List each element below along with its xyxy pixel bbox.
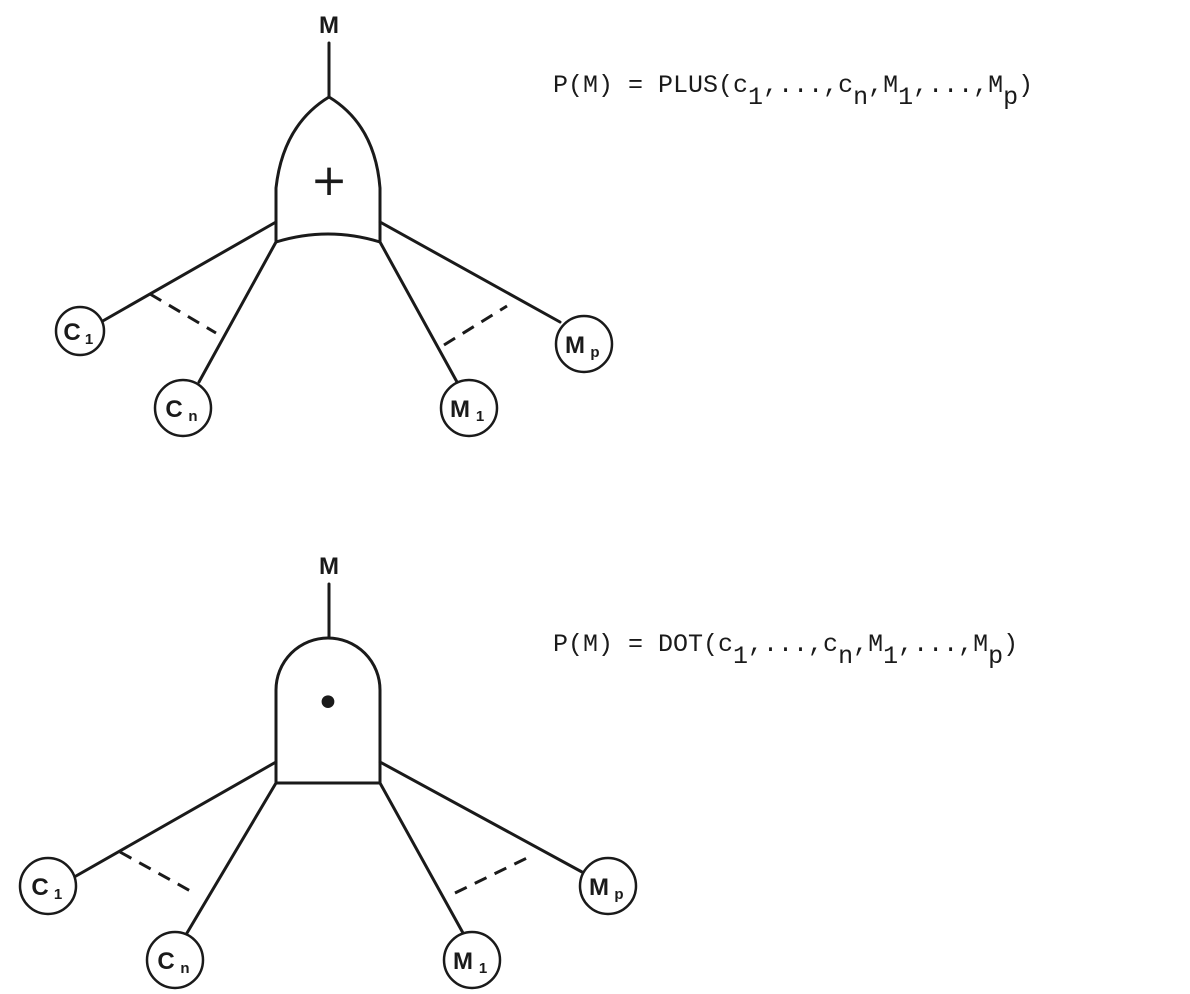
dot-formula-sub-mp: p — [988, 642, 1003, 671]
dot-formula-text-mp: ,...,M — [898, 630, 988, 659]
dot-formula-sub-cn: n — [838, 642, 853, 671]
plus-node-c1-circle — [54, 305, 106, 357]
plus-operator-shape — [274, 95, 382, 244]
plus-node-cn-main: C — [165, 396, 182, 423]
plus-formula-sub-mp: p — [1003, 83, 1018, 112]
plus-node-c1: C 1 — [54, 305, 106, 357]
dot-formula: P(M) = DOT(c1,...,cn,M1,...,Mp) — [553, 630, 1018, 671]
plus-node-mp-circle — [554, 314, 614, 374]
plus-formula-text-cn: ,...,c — [763, 71, 853, 100]
dot-edge-c1 — [74, 760, 278, 878]
plus-edge-c1 — [99, 220, 278, 324]
plus-formula-sub-m1: 1 — [898, 83, 913, 112]
plus-edge-m1 — [378, 240, 459, 384]
plus-node-mp-sub: p — [590, 344, 599, 361]
plus-node-cn-sub: n — [188, 408, 197, 425]
dot-ellipsis-right — [454, 855, 530, 895]
dot-node-m1-sub: 1 — [479, 960, 487, 977]
dot-node-mp: M p — [578, 856, 638, 916]
dot-node-cn: C n — [145, 930, 205, 990]
dot-node-c1-sub: 1 — [54, 886, 62, 903]
dot-node-cn-sub: n — [180, 960, 189, 977]
dot-formula-sub-m1: 1 — [883, 642, 898, 671]
plus-edge-cn — [197, 240, 278, 384]
plus-formula-sub-c1: 1 — [748, 83, 763, 112]
plus-diagram: M + C 1 C n M 1 M p P(M) = — [54, 12, 1033, 438]
dot-formula-text-cn: ,...,c — [748, 630, 838, 659]
plus-ellipsis-right — [443, 304, 508, 347]
dot-node-mp-sub: p — [614, 886, 623, 903]
dot-edge-m1 — [378, 781, 465, 935]
dot-node-m1: M 1 — [442, 930, 502, 990]
dot-node-c1-main: C — [31, 874, 48, 901]
plus-top-label: M — [319, 12, 339, 39]
dot-operator-shape — [274, 636, 382, 785]
dot-ellipsis-left — [119, 850, 195, 895]
dot-formula-text-m1: ,M — [853, 630, 883, 659]
dot-top-label: M — [319, 553, 339, 580]
plus-node-mp: M p — [554, 314, 614, 374]
plus-operator-base — [274, 232, 382, 244]
dot-node-mp-circle — [578, 856, 638, 916]
dot-edge-cn — [185, 781, 278, 935]
dot-node-c1-circle — [18, 856, 78, 916]
dot-icon: • — [315, 678, 341, 729]
plus-node-c1-sub: 1 — [85, 331, 93, 348]
plus-formula-text-mp: ,...,M — [913, 71, 1003, 100]
plus-node-cn-circle — [153, 378, 213, 438]
plus-node-cn: C n — [153, 378, 213, 438]
dot-node-cn-main: C — [157, 948, 174, 975]
plus-node-m1-main: M — [450, 396, 470, 423]
dot-node-c1: C 1 — [18, 856, 78, 916]
plus-node-mp-main: M — [565, 332, 585, 359]
plus-formula-suffix: ) — [1018, 71, 1033, 100]
plus-formula-text-m1: ,M — [868, 71, 898, 100]
plus-icon: + — [311, 155, 348, 206]
plus-node-c1-main: C — [63, 319, 80, 346]
dot-node-m1-main: M — [453, 948, 473, 975]
plus-node-m1: M 1 — [439, 378, 499, 438]
plus-formula-sub-cn: n — [853, 83, 868, 112]
dot-node-m1-circle — [442, 930, 502, 990]
dot-formula-suffix: ) — [1003, 630, 1018, 659]
plus-edge-mp — [378, 220, 562, 324]
plus-ellipsis-left — [149, 292, 217, 335]
dot-edge-mp — [378, 760, 584, 874]
dot-formula-sub-c1: 1 — [733, 642, 748, 671]
plus-node-m1-sub: 1 — [476, 408, 484, 425]
dot-diagram: M • C 1 C n M 1 M p P(M) = DOT(c — [18, 553, 1018, 990]
dot-node-cn-circle — [145, 930, 205, 990]
dot-formula-prefix: P(M) = DOT(c — [553, 630, 733, 659]
plus-formula: P(M) = PLUS(c1,...,cn,M1,...,Mp) — [553, 71, 1033, 112]
plus-node-m1-circle — [439, 378, 499, 438]
dot-node-mp-main: M — [589, 874, 609, 901]
plus-formula-prefix: P(M) = PLUS(c — [553, 71, 748, 100]
